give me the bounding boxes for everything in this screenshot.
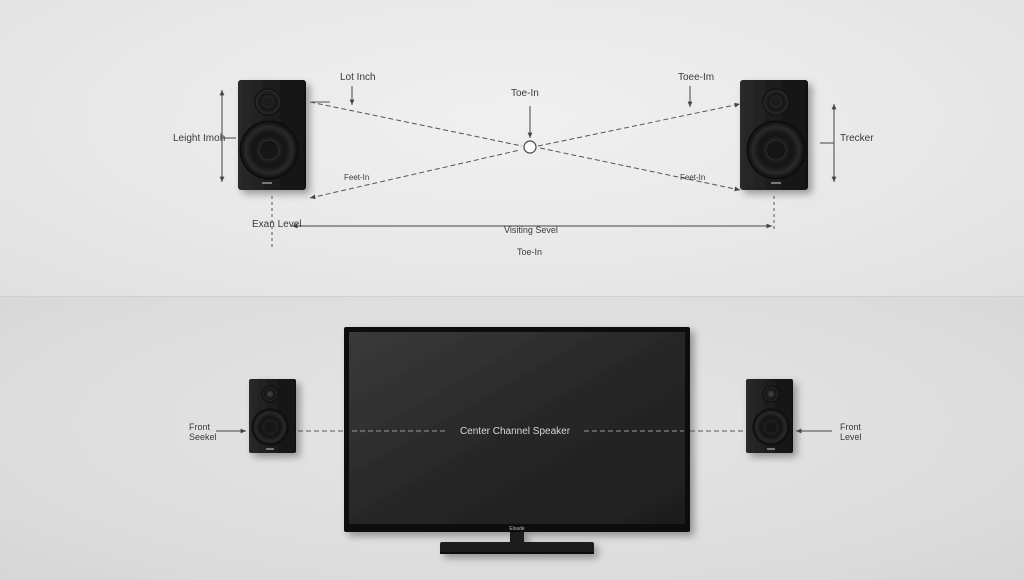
left-speaker	[238, 80, 306, 190]
tv-brand-badge: Elsade	[509, 526, 525, 532]
toe-in-center-label: Toe-In	[511, 88, 539, 99]
tv-screen	[349, 332, 685, 524]
height-inch-label: Leight Imoh	[173, 133, 225, 144]
toe-in-bottom-label: Toe-In	[517, 247, 542, 257]
center-channel-label: Center Channel Speaker	[460, 426, 571, 437]
speaker-toe-in-panel	[0, 0, 1024, 297]
front-left-label-line1: Front	[189, 422, 211, 432]
listening-level-label: Visiting Sevel	[504, 225, 558, 235]
front-right-label-line1: Front	[840, 422, 862, 432]
listening-focus-point	[523, 140, 537, 154]
left-angle-label: Feet-In	[344, 173, 369, 182]
front-right-label-line2: Level	[840, 432, 862, 442]
panel-divider	[0, 296, 1024, 297]
right-angle-label: Feet-In	[680, 173, 705, 182]
television	[344, 327, 690, 554]
front-left-label-line2: Seekel	[189, 432, 217, 442]
toe-in-lines	[309, 101, 741, 200]
front-right-speaker	[746, 379, 793, 453]
ear-level-label: Exan Level	[252, 219, 301, 230]
toe-in-right-label: Toee-Im	[678, 72, 714, 83]
tweeter-label: Trecker	[840, 133, 874, 144]
front-left-speaker	[249, 379, 296, 453]
right-speaker	[740, 80, 808, 190]
left-inch-label: Lot Inch	[340, 72, 376, 83]
